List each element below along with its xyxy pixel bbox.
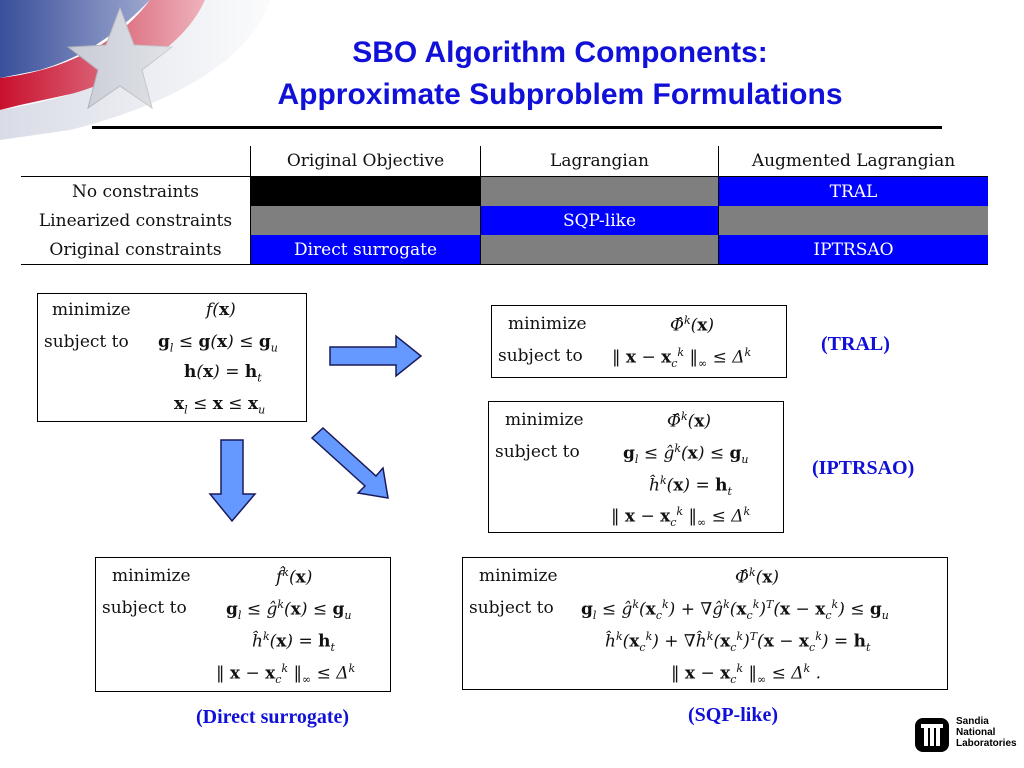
minimize-keyword: minimize	[52, 300, 131, 320]
sqp-like-box: minimize subject to Φ̂k(x) gl ≤ ĝk(xck) …	[462, 557, 948, 690]
slide-title-line1: SBO Algorithm Components:	[352, 36, 768, 69]
column-header: Augmented Lagrangian	[718, 146, 988, 177]
table-row: No constraints TRAL	[21, 176, 988, 206]
iptrsao-caption: (IPTRSAO)	[812, 457, 915, 479]
table-cell	[718, 206, 988, 235]
down-arrow-icon	[208, 439, 257, 523]
constraint-formula: ‖ x − xck ‖∞ ≤ Δk	[612, 346, 752, 371]
tral-problem-box: minimize subject to Φ̂k(x) ‖ x − xck ‖∞ …	[491, 305, 787, 378]
table-cell	[250, 176, 481, 206]
objective-formula: Φ̂k(x)	[670, 314, 715, 336]
direct-surrogate-caption: (Direct surrogate)	[196, 706, 350, 728]
constraint-formula: ‖ x − xck ‖∞ ≤ Δk	[216, 662, 356, 687]
table-header-row: Original Objective Lagrangian Augmented …	[21, 146, 988, 177]
table-cell: Direct surrogate	[250, 235, 481, 265]
logo-line: National	[956, 727, 996, 738]
column-header: Original Objective	[250, 146, 481, 177]
constraint-formula: ‖ x − xck ‖∞ ≤ Δk .	[671, 662, 821, 687]
minimize-keyword: minimize	[505, 410, 584, 430]
subject-to-keyword: subject to	[495, 442, 580, 462]
subject-to-keyword: subject to	[44, 332, 129, 352]
constraint-formula: ĥk(xck) + ∇ĥk(xck)T(x − xck) = ht	[605, 630, 871, 655]
table-row: Original constraints Direct surrogate IP…	[21, 235, 988, 265]
iptrsao-problem-box: minimize subject to Φ̂k(x) gl ≤ ĝk(x) ≤ …	[488, 401, 784, 533]
formulation-table: Original Objective Lagrangian Augmented …	[21, 146, 988, 265]
thunderbird-logo-icon	[915, 718, 949, 752]
subject-to-keyword: subject to	[469, 598, 554, 618]
objective-formula: f̂k(x)	[276, 566, 313, 588]
constraint-formula: gl ≤ ĝk(xck) + ∇ĝk(xck)T(x − xck) ≤ gu	[581, 598, 889, 623]
minimize-keyword: minimize	[508, 314, 587, 334]
row-label: No constraints	[21, 176, 251, 206]
right-arrow-icon	[329, 334, 423, 378]
objective-formula: f(x)	[206, 300, 236, 320]
minimize-keyword: minimize	[479, 566, 558, 586]
table-row: Linearized constraints SQP-like	[21, 206, 988, 235]
table-cell	[480, 176, 719, 206]
original-problem-box: minimize subject to f(x) gl ≤ g(x) ≤ gu …	[37, 293, 307, 422]
constraint-formula: ĥk(x) = ht	[252, 630, 335, 655]
logo-line: Sandia	[956, 716, 989, 727]
table-cell: IPTRSAO	[718, 235, 988, 265]
logo-line: Laboratories	[956, 738, 1017, 749]
table-cell: SQP-like	[480, 206, 719, 235]
constraint-formula: h(x) = ht	[184, 362, 262, 385]
objective-formula: Φ̂k(x)	[735, 566, 780, 588]
constraint-formula: ‖ x − xck ‖∞ ≤ Δk	[611, 505, 751, 530]
objective-formula: Φ̂k(x)	[667, 410, 712, 432]
subject-to-keyword: subject to	[102, 598, 187, 618]
logo-text: Sandia National Laboratories	[956, 716, 1017, 749]
slide-title-line2: Approximate Subproblem Formulations	[277, 78, 843, 111]
constraint-formula: gl ≤ ĝk(x) ≤ gu	[226, 598, 352, 623]
constraint-formula: gl ≤ g(x) ≤ gu	[158, 332, 278, 355]
minimize-keyword: minimize	[112, 566, 191, 586]
column-header: Lagrangian	[480, 146, 719, 177]
row-label: Linearized constraints	[38, 210, 233, 231]
constraint-formula: xl ≤ x ≤ xu	[174, 394, 266, 417]
table-cell	[250, 206, 481, 235]
title-underline	[92, 126, 942, 129]
subject-to-keyword: subject to	[498, 346, 583, 366]
row-label: Original constraints	[21, 235, 251, 265]
sandia-logo: Sandia National Laboratories	[915, 716, 1017, 758]
constraint-formula: gl ≤ ĝk(x) ≤ gu	[623, 442, 749, 467]
diagonal-arrow-icon	[310, 426, 389, 499]
table-cell: TRAL	[718, 176, 988, 206]
table-cell	[480, 235, 719, 265]
table-corner	[21, 146, 251, 177]
tral-caption: (TRAL)	[821, 333, 890, 355]
flag-star-decoration	[0, 0, 300, 140]
constraint-formula: ĥk(x) = ht	[649, 474, 732, 499]
sqp-like-caption: (SQP-like)	[688, 704, 778, 726]
direct-surrogate-box: minimize subject to f̂k(x) gl ≤ ĝk(x) ≤ …	[95, 557, 391, 692]
